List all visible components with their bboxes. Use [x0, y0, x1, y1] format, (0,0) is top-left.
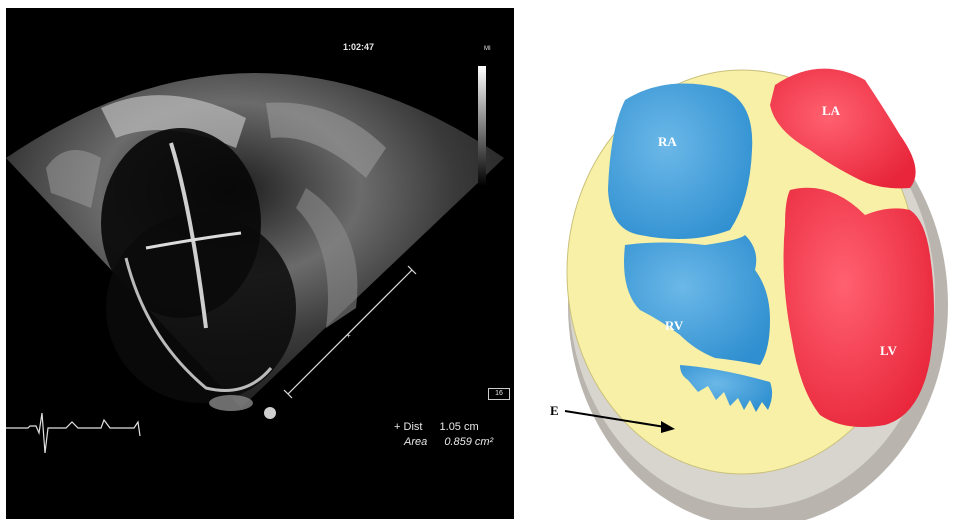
- measurement-value: 0.859 cm²: [444, 436, 493, 448]
- echocardiogram-image: + 1:02:47 MI 16 + Dist 1.05 cm Area 0.85…: [6, 8, 514, 519]
- label-rv: RV: [665, 318, 684, 333]
- distance-measurement: + Dist 1.05 cm: [394, 421, 479, 433]
- svg-text:+: +: [346, 331, 351, 340]
- label-la: LA: [822, 103, 841, 118]
- area-measurement: Area 0.859 cm²: [404, 436, 493, 448]
- measurement-label: Dist: [404, 421, 423, 433]
- measurement-label: Area: [404, 436, 427, 448]
- label-ra: RA: [658, 134, 677, 149]
- heart-diagram: RA LA RV LV E: [530, 40, 960, 520]
- mi-label: MI: [484, 46, 491, 52]
- grayscale-bar: [478, 66, 486, 186]
- left-ventricle: [784, 188, 934, 427]
- measurement-value: 1.05 cm: [440, 421, 479, 433]
- measurement-symbol: +: [394, 421, 400, 433]
- ecg-trace: [6, 413, 140, 453]
- label-lv: LV: [880, 343, 897, 358]
- right-atrium: [608, 84, 752, 239]
- label-e: E: [550, 403, 559, 418]
- depth-indicator: 16: [488, 388, 510, 400]
- timestamp: 1:02:47: [343, 42, 374, 52]
